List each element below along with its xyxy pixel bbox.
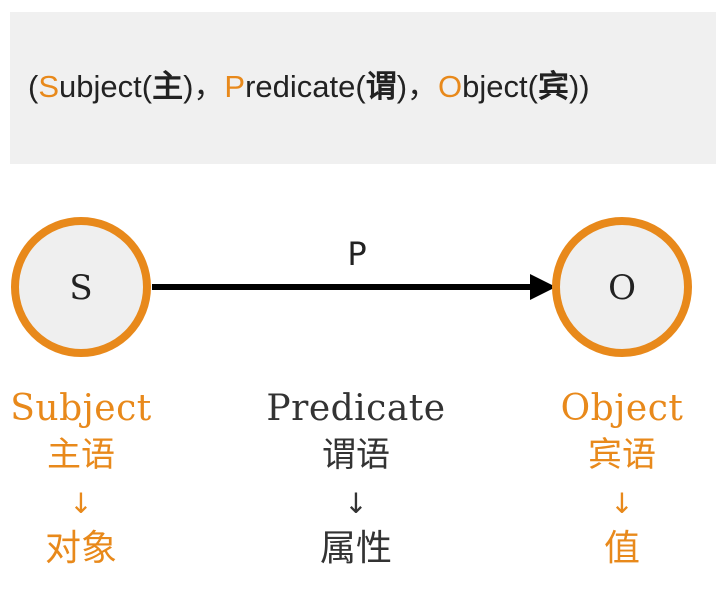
subject-zh: 主 <box>152 69 184 105</box>
subject-node <box>11 217 151 357</box>
predicate-initial: P <box>224 69 246 104</box>
subject-initial: S <box>38 69 60 104</box>
formula-close: )) <box>568 69 590 104</box>
object-en: Object <box>560 388 684 429</box>
object-rest: bject( <box>462 69 538 104</box>
predicate-down-arrow-icon: ↓ <box>344 487 368 520</box>
object-zh-label: 宾语 <box>588 435 656 475</box>
formula-separator-1: )， <box>183 69 225 104</box>
subject-zh-label: 主语 <box>47 435 115 475</box>
object-zh: 宾 <box>537 69 569 105</box>
subject-rest: ubject( <box>59 69 153 104</box>
edge-arrowhead <box>530 274 556 300</box>
predicate-zh-label: 谓语 <box>322 435 390 475</box>
object-initial: O <box>438 69 463 104</box>
predicate-zh: 谓 <box>365 69 397 105</box>
subject-down-arrow-icon: ↓ <box>69 487 93 520</box>
subject-en: Subject <box>10 388 152 429</box>
predicate-rest: redicate( <box>245 69 366 104</box>
edge-label: P <box>347 235 366 273</box>
predicate-meaning: 属性 <box>319 528 392 569</box>
formula-open-paren: ( <box>28 69 39 104</box>
triple-banner <box>10 12 716 164</box>
object-node <box>552 217 692 357</box>
object-meaning: 值 <box>603 528 640 569</box>
subject-column: Subject 主语 ↓ 对象 <box>0 386 191 574</box>
formula-separator-2: )， <box>396 69 439 104</box>
predicate-column: Predicate 谓语 ↓ 属性 <box>246 386 466 574</box>
object-down-arrow-icon: ↓ <box>610 487 634 520</box>
subject-meaning: 对象 <box>44 528 117 569</box>
subject-node-label: S <box>69 268 92 308</box>
object-node-label: O <box>608 268 636 308</box>
object-column: Object 宾语 ↓ 值 <box>512 386 716 574</box>
triple-formula: (Subject(主)，Predicate(谓)，Object(宾)) <box>28 62 590 112</box>
predicate-en: Predicate <box>266 388 446 429</box>
